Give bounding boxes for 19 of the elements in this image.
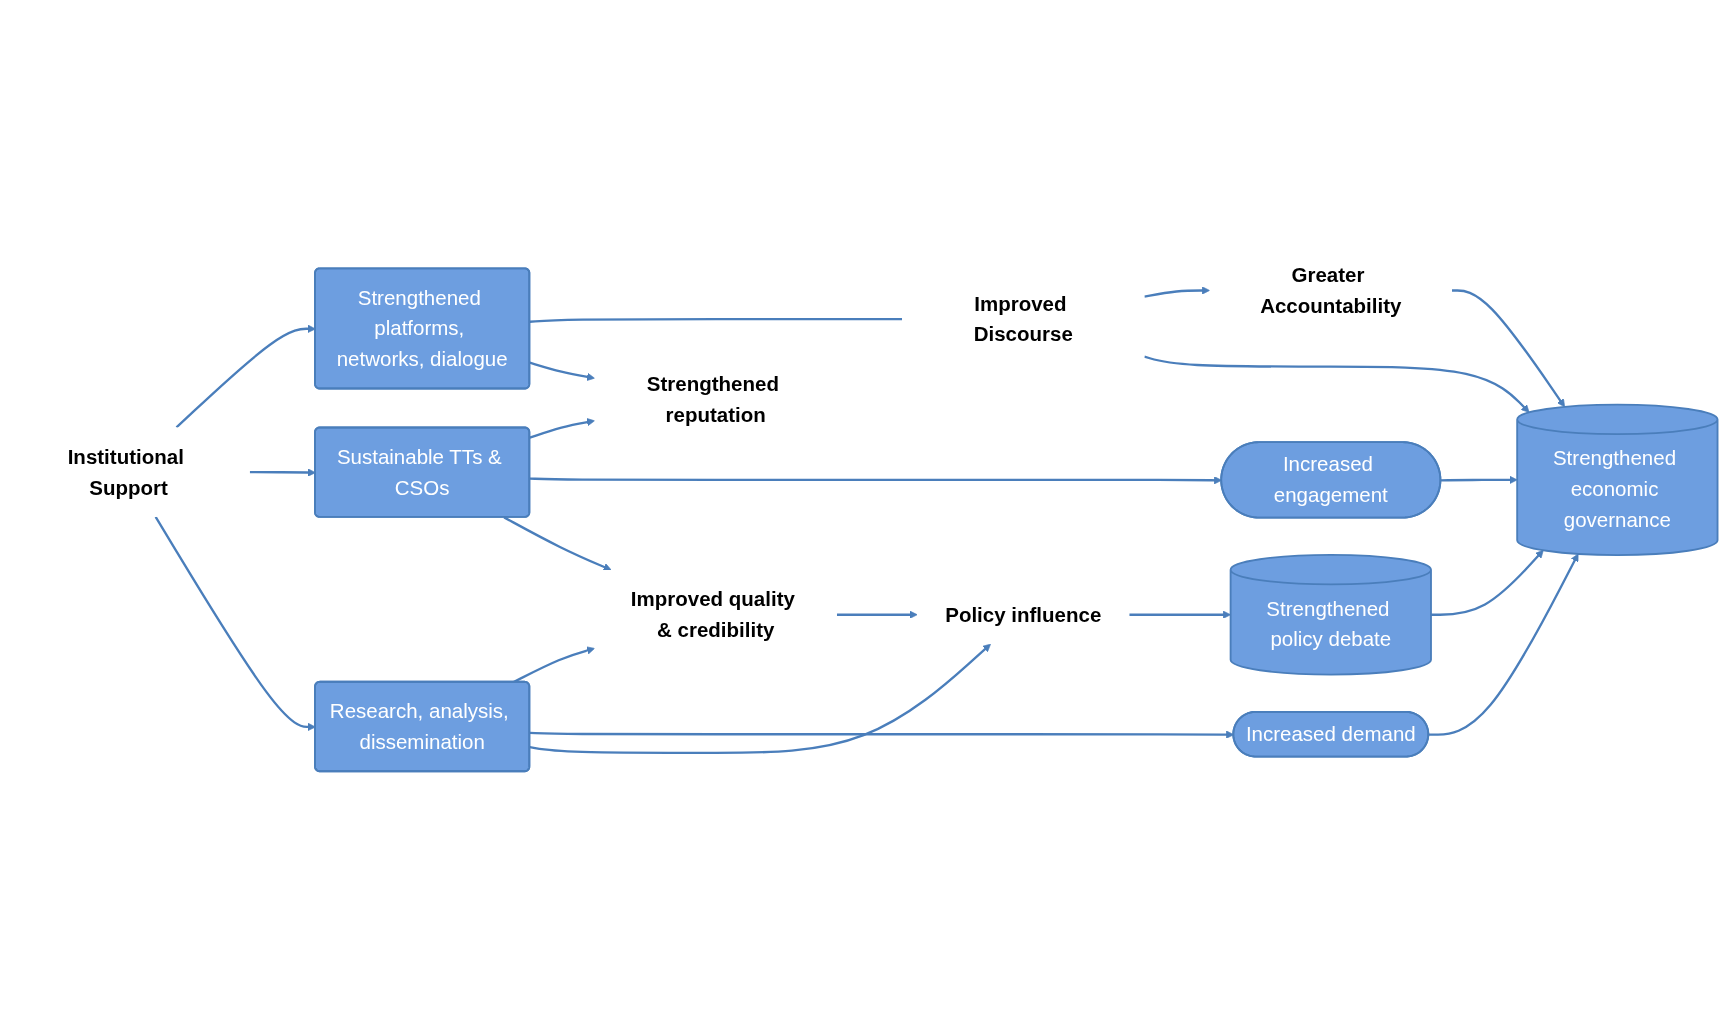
node-text: Institutional Support [67,445,184,500]
arrow [529,418,595,439]
arrow [1129,610,1231,619]
arrow [503,516,612,571]
node-text: Strengthened reputation [646,372,779,427]
arrow [1431,549,1544,616]
arrow [1428,553,1579,736]
node-text: Policy influence [945,603,1102,627]
node-text: Improved Discourse [973,292,1073,347]
arrow [1451,289,1565,408]
arrow [529,643,991,755]
node-text: Improved quality & credibility [630,587,795,642]
arrow [1440,475,1518,484]
arrow [529,361,595,381]
connector [529,317,903,323]
arrow [1144,286,1210,298]
node-text: Greater Accountability [1260,263,1402,318]
arrow [1144,355,1530,413]
arrow [836,610,918,619]
